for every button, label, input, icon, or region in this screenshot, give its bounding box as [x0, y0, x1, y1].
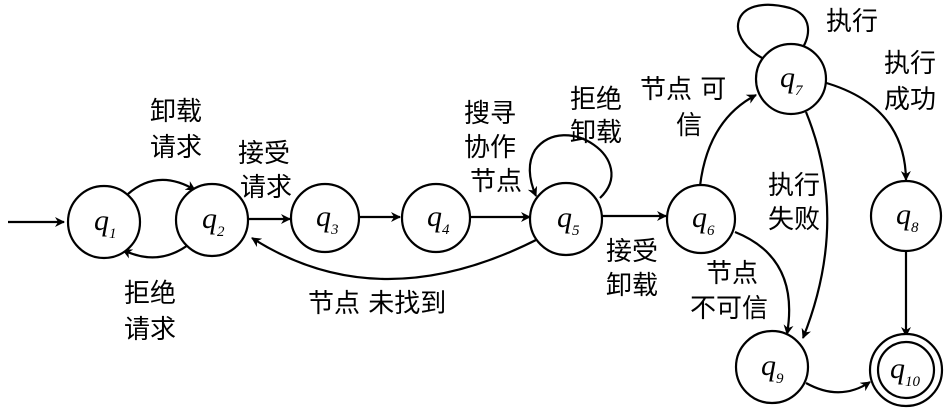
label-q5-q6-line2: 卸载: [606, 271, 658, 301]
label-q7-q8-line2: 成功: [884, 85, 936, 115]
svg-text:q6: q6: [692, 201, 715, 239]
state-q5: q5: [528, 181, 604, 257]
edge-q7-q9: [801, 111, 829, 339]
label-q2-q1-line1: 拒绝: [124, 279, 176, 309]
edge-q6-q7: [698, 94, 757, 187]
label-q6-q9-line1: 节点: [706, 259, 758, 289]
label-q4-q5-line1: 搜寻: [464, 99, 516, 129]
label-q5-loop-line1: 拒绝: [570, 85, 622, 115]
edge-q6-q9: [734, 230, 794, 335]
label-q7-q8-line1: 执行: [884, 49, 936, 79]
edge-q5-q2: [251, 237, 541, 281]
state-q1: q1: [66, 184, 142, 260]
edge-q1-q2: [127, 178, 196, 195]
label-q7-loop: 执行: [826, 7, 878, 37]
svg-text:q3: q3: [316, 200, 339, 238]
state-q7: q7: [754, 42, 828, 116]
label-q1-q2-line2: 请求: [150, 133, 202, 163]
state-q8: q8: [869, 179, 943, 253]
svg-text:q5: q5: [557, 201, 580, 239]
state-q2: q2: [174, 182, 250, 258]
edge-q7-q8: [822, 80, 911, 181]
label-q2-q1-line2: 请求: [124, 315, 176, 345]
state-q9: q9: [734, 329, 810, 405]
label-q2-q3-line2: 请求: [240, 173, 292, 203]
edge-q9-q10: [805, 381, 871, 394]
label-q2-q3-line1: 接受: [238, 139, 290, 169]
label-q7-q9-line1: 执行: [768, 171, 820, 201]
label-q6-q7-line2: 信: [676, 111, 702, 141]
svg-text:q9: q9: [761, 349, 784, 387]
state-q10-accepting: q10: [868, 332, 944, 408]
label-q4-q5-line2: 协作: [464, 133, 516, 163]
label-q6-q9-line2: 不可信: [690, 294, 768, 324]
label-q4-q5-line3: 节点: [470, 167, 522, 197]
svg-text:q2: q2: [202, 202, 225, 240]
label-q5-loop-line2: 卸载: [570, 118, 622, 148]
label-q6-q7-line1: 节点 可: [640, 75, 726, 105]
svg-text:q8: q8: [896, 198, 919, 236]
label-q5-q6-line1: 接受: [606, 237, 658, 267]
edge-q5-q5-loop: [527, 134, 613, 199]
state-q3: q3: [289, 182, 361, 254]
svg-text:q7: q7: [780, 61, 804, 99]
svg-text:q4: q4: [427, 200, 450, 238]
label-q5-q2: 节点 未找到: [308, 289, 446, 319]
svg-text:q10: q10: [890, 352, 921, 390]
state-q6: q6: [665, 183, 737, 255]
svg-text:q1: q1: [94, 204, 117, 242]
state-q4: q4: [400, 182, 472, 254]
label-q7-q9-line2: 失败: [768, 205, 820, 235]
label-q1-q2-line1: 卸载: [150, 97, 202, 127]
